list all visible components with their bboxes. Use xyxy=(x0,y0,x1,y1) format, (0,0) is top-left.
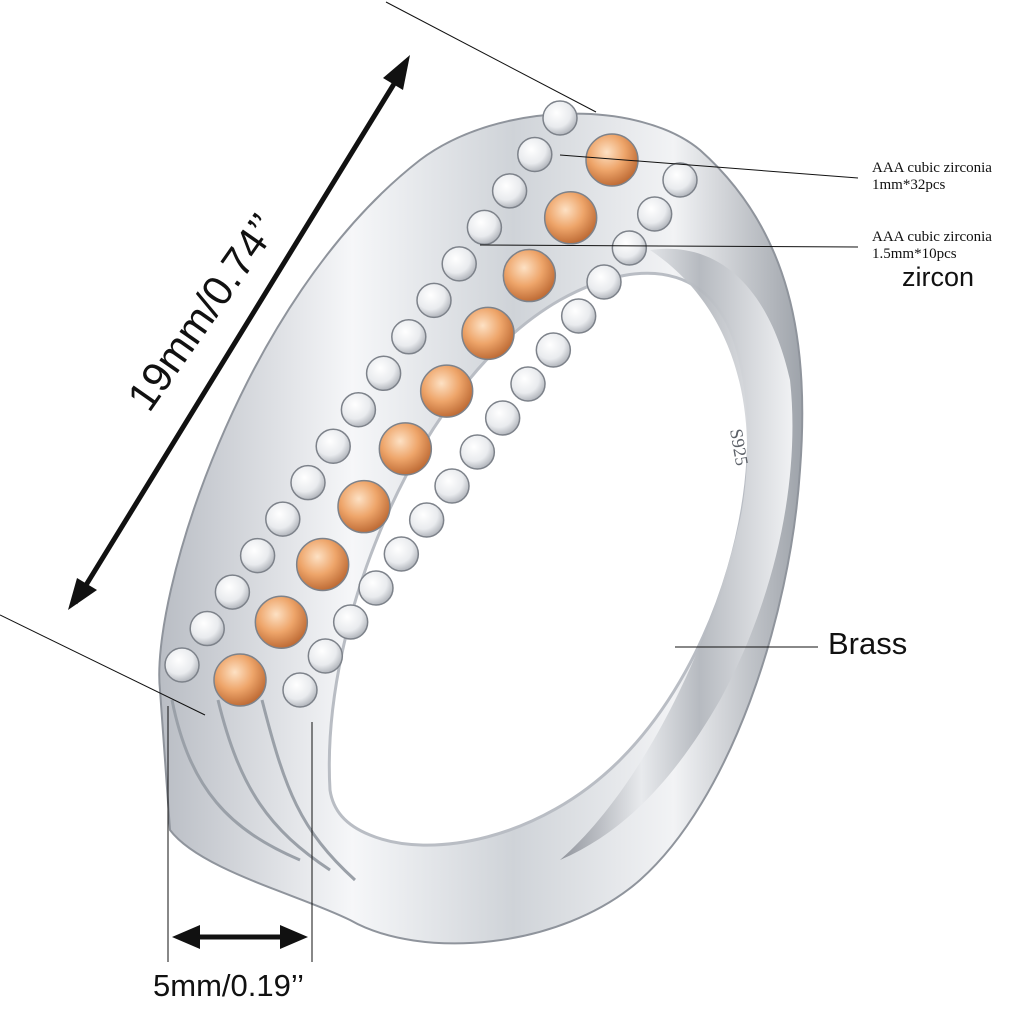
white-zircon xyxy=(189,610,225,647)
white-zircon xyxy=(434,468,470,504)
white-zircon xyxy=(510,366,546,402)
shank-groove xyxy=(216,699,331,872)
champagne-zircon xyxy=(585,133,639,187)
white-zircon xyxy=(290,464,326,501)
large-stone-type: AAA cubic zirconia xyxy=(872,229,992,245)
white-zircon xyxy=(164,647,200,683)
champagne-zircon xyxy=(213,653,267,707)
white-zircon xyxy=(315,428,351,464)
champagne-zircon xyxy=(378,422,433,476)
material-label: Brass xyxy=(828,626,908,661)
white-zircon xyxy=(365,355,402,392)
white-zircon xyxy=(466,209,503,246)
white-zircon xyxy=(542,100,578,136)
guide-lines xyxy=(0,1,859,962)
white-zircon xyxy=(340,391,377,428)
white-zircon xyxy=(391,319,427,355)
champagne-zircon xyxy=(337,479,391,534)
zircon-label: zircon xyxy=(902,262,975,292)
white-zircon xyxy=(517,136,553,173)
champagne-zircon xyxy=(502,248,557,303)
white-zircon xyxy=(307,638,344,674)
small-stone-spec: AAA cubic zirconia 1mm*32pcs xyxy=(872,160,992,194)
white-zircon xyxy=(265,501,301,537)
white-zircon xyxy=(383,536,420,572)
white-zircon xyxy=(560,298,597,334)
small-stone-type: AAA cubic zirconia xyxy=(872,160,992,176)
ring-inner-wall xyxy=(560,248,793,861)
width-arrow xyxy=(172,925,308,949)
white-zircon xyxy=(332,604,369,640)
white-zircon xyxy=(484,400,521,436)
white-zircon xyxy=(535,332,572,368)
white-zircon xyxy=(282,672,318,708)
white-zircon xyxy=(441,246,477,282)
large-stone-size: 1.5mm*10pcs xyxy=(872,246,957,262)
white-zircon xyxy=(214,574,251,610)
white-zircon xyxy=(459,434,496,470)
shank-groove xyxy=(170,699,301,862)
stone-rows xyxy=(164,100,698,708)
champagne-zircon xyxy=(461,306,515,361)
champagne-zircon xyxy=(254,595,309,649)
white-zircon xyxy=(416,282,452,319)
large-stone-spec: AAA cubic zirconia 1.5mm*10pcs xyxy=(872,229,992,263)
white-zircon xyxy=(586,264,622,300)
width-dimension: 5mm/0.19’’ xyxy=(153,968,305,1003)
white-zircon xyxy=(239,537,276,574)
shank-groove xyxy=(260,699,357,882)
white-zircon xyxy=(491,173,528,209)
champagne-zircon xyxy=(295,537,350,592)
white-zircon xyxy=(611,230,648,266)
champagne-zircon xyxy=(419,364,474,418)
white-zircon xyxy=(662,162,698,198)
white-zircon xyxy=(636,196,673,232)
champagne-zircon xyxy=(543,191,598,245)
white-zircon xyxy=(358,570,394,606)
length-arrow xyxy=(68,55,410,610)
white-zircon xyxy=(408,502,445,538)
small-stone-size: 1mm*32pcs xyxy=(872,177,946,193)
